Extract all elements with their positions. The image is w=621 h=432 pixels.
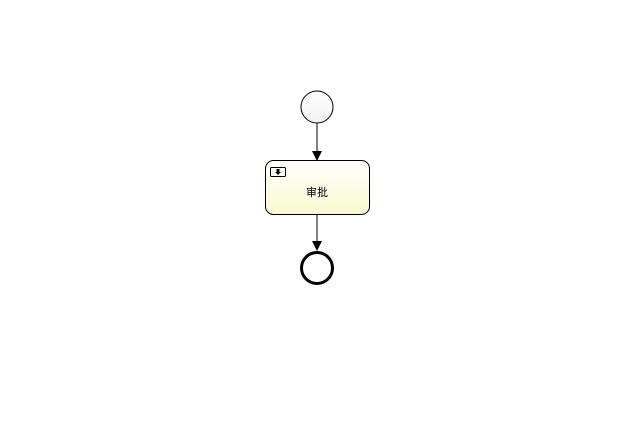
manual-task-icon — [270, 167, 286, 177]
task-box[interactable] — [265, 160, 370, 215]
task-label: 审批 — [306, 185, 328, 199]
start-event[interactable] — [300, 90, 334, 124]
end-event[interactable] — [300, 251, 334, 285]
approval-task[interactable]: 审批 — [265, 160, 370, 215]
